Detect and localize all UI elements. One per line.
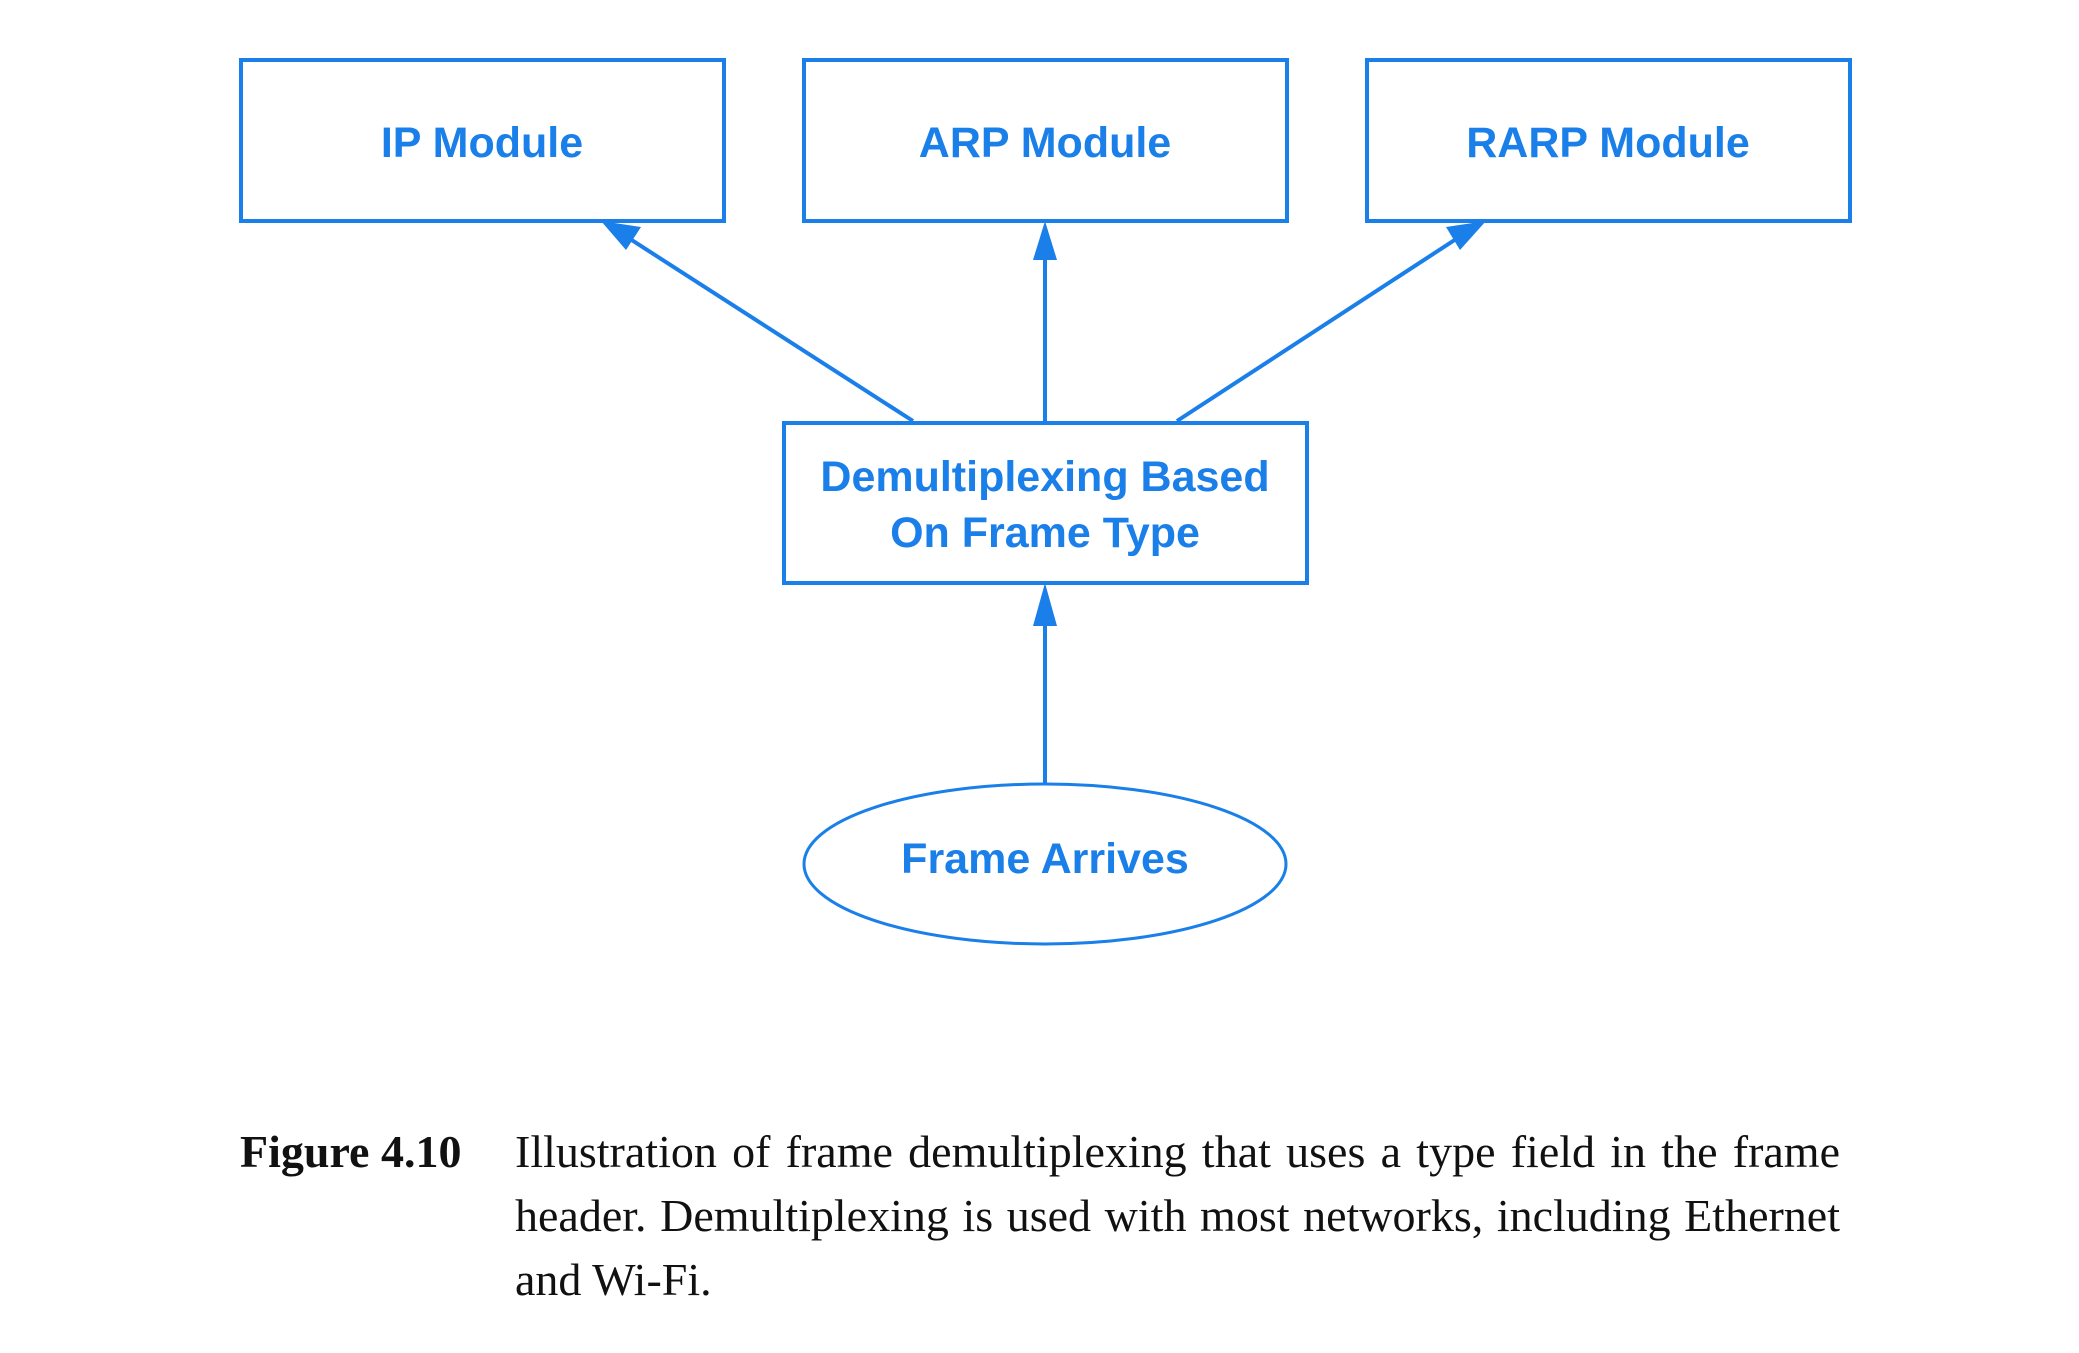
- demultiplexing-box: Demultiplexing Based On Frame Type: [782, 421, 1309, 585]
- figure-caption: Figure 4.10 Illustration of frame demult…: [240, 1120, 1840, 1312]
- frame-arrives-label: Frame Arrives: [901, 835, 1189, 883]
- demultiplexing-label-line2: On Frame Type: [890, 509, 1200, 557]
- rarp-module-label: RARP Module: [1466, 119, 1750, 167]
- arrowhead-rarp: [1446, 221, 1486, 250]
- ip-module-box: IP Module: [239, 58, 726, 223]
- arrowhead-ip: [601, 221, 641, 250]
- figure-number: Figure 4.10: [240, 1126, 462, 1177]
- demultiplexing-label-line1: Demultiplexing Based: [820, 453, 1269, 501]
- arrowhead-demux: [1033, 583, 1057, 626]
- arrow-demux-to-ip: [611, 226, 915, 423]
- arp-module-box: ARP Module: [802, 58, 1289, 223]
- arrowhead-arp: [1033, 221, 1057, 260]
- figure-caption-text: Illustration of frame demultiplexing tha…: [515, 1126, 1840, 1305]
- ip-module-label: IP Module: [381, 119, 583, 167]
- rarp-module-box: RARP Module: [1365, 58, 1852, 223]
- arp-module-label: ARP Module: [919, 119, 1171, 167]
- frame-arrives-ellipse: Frame Arrives: [802, 782, 1288, 946]
- arrow-demux-to-rarp: [1175, 226, 1475, 423]
